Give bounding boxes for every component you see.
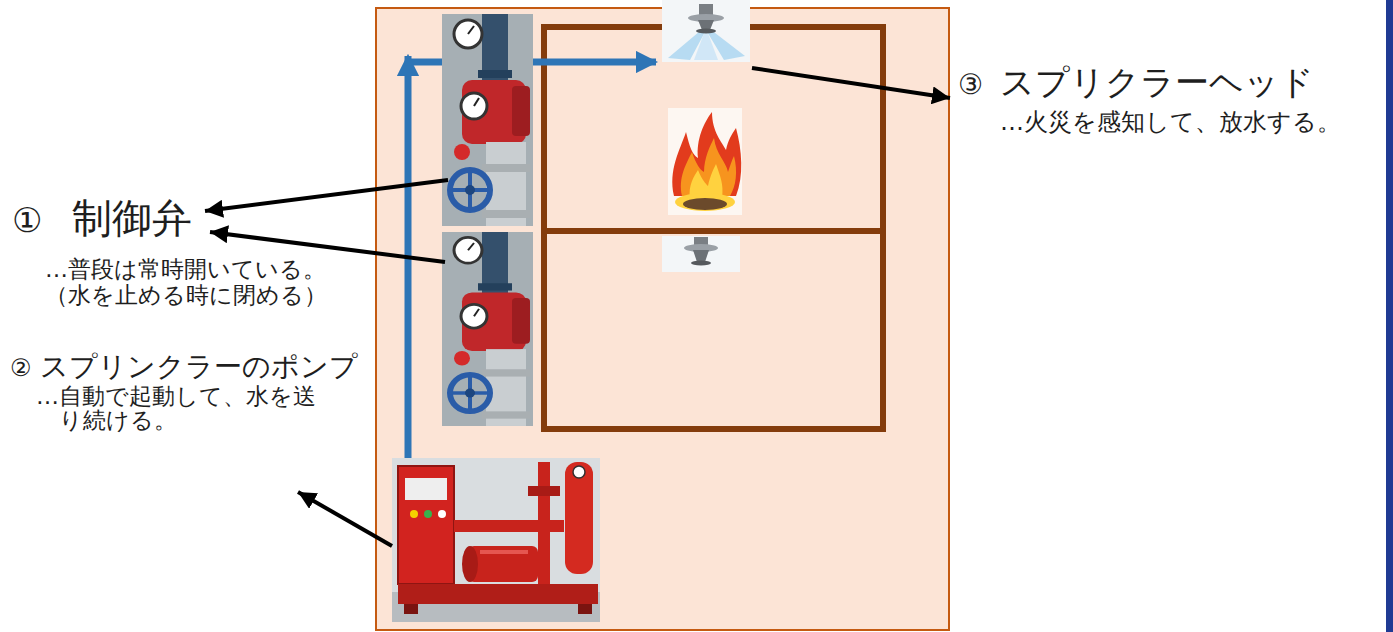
building-outline bbox=[544, 228, 883, 234]
sprinkler-pump-picture bbox=[538, 462, 550, 584]
part-note: …自動で起動して、水を送り続ける。 bbox=[36, 384, 319, 432]
fire-picture bbox=[668, 108, 742, 215]
water-pipe bbox=[533, 59, 656, 66]
sprinkler-pump-picture bbox=[404, 604, 418, 614]
fire-picture bbox=[672, 112, 741, 196]
fire-picture bbox=[683, 198, 727, 210]
water-pipe bbox=[405, 59, 444, 66]
leader-line bbox=[752, 68, 950, 98]
fire-picture bbox=[675, 193, 735, 211]
part-name: 制御弁 bbox=[72, 194, 192, 242]
building-ground bbox=[376, 8, 949, 630]
sprinkler-pump-picture bbox=[398, 584, 598, 604]
part-name: スプリンクラーのポンプ bbox=[40, 350, 358, 384]
sprinkler-pump-picture bbox=[565, 462, 593, 574]
control-valve-picture bbox=[442, 232, 533, 426]
sprinkler-head-picture bbox=[662, 236, 740, 272]
sprinkler-pump-picture bbox=[438, 510, 446, 518]
sprinkler-pump-picture bbox=[462, 546, 478, 582]
control-valve-picture bbox=[442, 14, 533, 226]
part-note: （水を止める時に閉める） bbox=[45, 282, 327, 310]
callout-number: ② bbox=[10, 354, 32, 383]
callout-number: ① bbox=[12, 200, 42, 241]
control-valve-picture bbox=[442, 232, 533, 426]
sprinkler-pump-picture bbox=[468, 546, 538, 582]
sprinkler-pump-picture bbox=[528, 486, 560, 496]
sprinkler-head-picture bbox=[696, 29, 716, 34]
callout-number: ③ bbox=[958, 68, 983, 102]
sprinkler-head-picture bbox=[694, 28, 718, 60]
leader-line bbox=[298, 492, 392, 546]
sprinkler-pump-picture bbox=[578, 604, 592, 614]
leader-line bbox=[205, 180, 448, 211]
building-outline bbox=[544, 27, 883, 429]
sprinkler-pump-picture bbox=[392, 458, 600, 622]
sprinkler-pump-picture bbox=[573, 466, 585, 478]
sprinkler-pump-picture bbox=[398, 466, 454, 584]
sprinkler-head-picture bbox=[691, 261, 711, 266]
part-note: …普段は常時開いている。 bbox=[45, 256, 326, 284]
sprinkler-head-picture bbox=[662, 0, 750, 62]
sprinkler-pump-picture bbox=[424, 510, 432, 518]
fire-picture bbox=[668, 108, 742, 215]
sprinkler-pump-picture bbox=[392, 458, 600, 622]
sprinkler-pump-picture bbox=[405, 478, 447, 500]
part-note: …火災を感知して、放水する。 bbox=[1000, 108, 1341, 137]
sprinkler-head-picture bbox=[693, 250, 709, 262]
sprinkler-head-picture bbox=[662, 0, 750, 62]
fire-picture bbox=[690, 164, 723, 198]
sprinkler-pump-picture bbox=[480, 550, 528, 554]
sprinkler-pump-picture bbox=[410, 510, 418, 518]
edge-bar bbox=[1386, 0, 1393, 632]
building-outline bbox=[544, 27, 883, 429]
sprinkler-head-picture bbox=[662, 236, 740, 272]
part-name: スプリクラーヘッド bbox=[1000, 62, 1314, 103]
